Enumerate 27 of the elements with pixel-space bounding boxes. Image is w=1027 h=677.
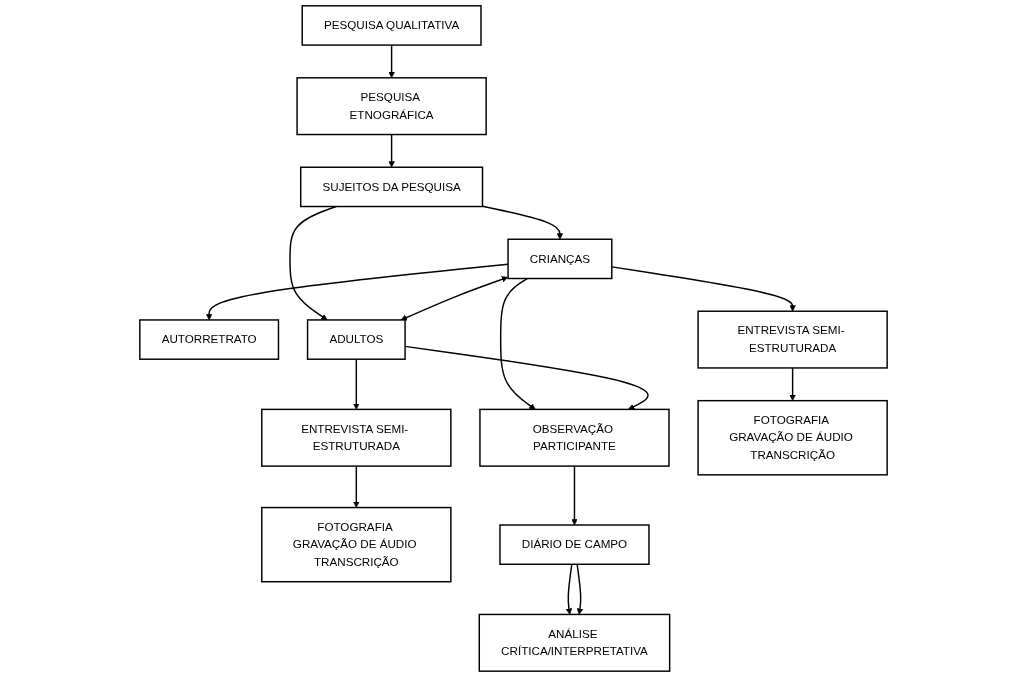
arrow <box>205 263 509 321</box>
arrow <box>289 205 337 321</box>
node-box: ADULTOS <box>306 319 406 360</box>
node-box: ENTREVISTA SEMI- ESTRUTURADA <box>697 310 888 369</box>
node-box: DIÁRIO DE CAMPO <box>499 524 650 565</box>
arrow <box>789 367 796 401</box>
node-box: OBSERVAÇÃO PARTICIPANTE <box>479 408 670 467</box>
node-box: ANÁLISE CRÍTICA/INTERPRETATIVA <box>478 613 671 672</box>
arrow <box>571 465 578 526</box>
arrow <box>481 205 564 240</box>
arrow <box>499 277 536 410</box>
arrow <box>576 563 584 615</box>
node-box: AUTORRETRATO <box>139 319 280 360</box>
arrow <box>353 358 360 410</box>
node-box: CRIANÇAS <box>507 238 613 280</box>
arrow <box>388 133 395 168</box>
node-box: FOTOGRAFIA GRAVAÇÃO DE ÁUDIO TRANSCRIÇÃO <box>697 399 888 476</box>
node-box: FOTOGRAFIA GRAVAÇÃO DE ÁUDIO TRANSCRIÇÃO <box>261 506 452 583</box>
node-box: PESQUISA ETNOGRÁFICA <box>296 77 487 136</box>
arrow <box>388 44 395 79</box>
arrow <box>565 563 573 615</box>
node-box: ENTREVISTA SEMI- ESTRUTURADA <box>261 408 452 467</box>
arrow <box>400 276 509 321</box>
node-box: PESQUISA QUALITATIVA <box>301 5 482 46</box>
arrow <box>611 266 796 312</box>
arrow <box>353 465 360 508</box>
node-box: SUJEITOS DA PESQUISA <box>300 166 484 208</box>
